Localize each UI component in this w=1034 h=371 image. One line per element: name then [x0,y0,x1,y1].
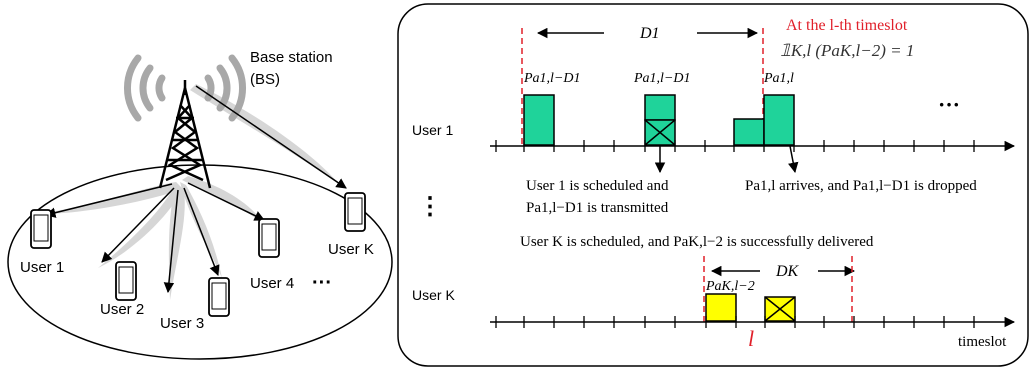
packet [733,118,765,146]
packet [644,94,676,121]
phone-icon [258,218,280,258]
current-slot-marker: l [748,326,754,351]
transmitted-packet [644,119,676,146]
right-panel-frame [397,3,1029,367]
dropped-arrow [788,145,799,174]
packet [705,293,737,322]
packet-label: Pa1,l−D1 [633,71,691,86]
bs-label: Base station [250,49,333,66]
users-ellipsis: ··· [312,272,332,294]
bs-label-abbrev: (BS) [250,71,280,88]
user1-dots: ··· [938,92,960,117]
phone-icon [30,209,52,249]
user1-ticks [495,140,975,152]
timeslot-axis-label: timeslot [958,334,1007,350]
phone-icon [208,277,230,317]
annotation-transmitted: Pa1,l−D1 is transmitted [526,200,669,216]
user-label-1: User 1 [20,259,64,276]
packet-label: PaK,l−2 [705,279,755,294]
user-label-k: User K [328,241,374,258]
user-label-2: User 2 [100,301,144,318]
phone-icon [344,192,366,232]
annotation-dropped: Pa1,l arrives, and Pa1,l−D1 is dropped [745,178,977,194]
timeslot-header: At the l-th timeslot [786,17,908,34]
packet [763,94,795,146]
packet [523,94,555,146]
user-label-4: User 4 [250,275,294,292]
packet-label: Pa1,l [763,71,794,86]
annotation-userk: User K is scheduled, and PaK,l−2 is succ… [520,234,874,250]
left-panel: Base station (BS) [7,49,393,360]
phone-icon [115,261,137,301]
d1-label: D1 [639,25,660,42]
annotation-scheduled: User 1 is scheduled and [526,178,669,194]
user1-axis-label: User 1 [412,122,453,138]
transmitted-packet [764,296,796,322]
userk-ticks [495,316,975,328]
right-panel: At the l-th timeslot 𝟙K,l (PaK,l−2) = 1 … [397,3,1029,367]
dk-label: DK [775,263,800,280]
tower-icon [158,80,212,189]
indicator-formula: 𝟙K,l (PaK,l−2) = 1 [780,41,914,60]
downlink-arrows [44,85,347,294]
userk-axis-label: User K [412,287,455,303]
packet-label: Pa1,l−D1 [523,71,581,86]
vertical-dots: ⋮ [418,194,442,220]
user-label-3: User 3 [160,315,204,332]
